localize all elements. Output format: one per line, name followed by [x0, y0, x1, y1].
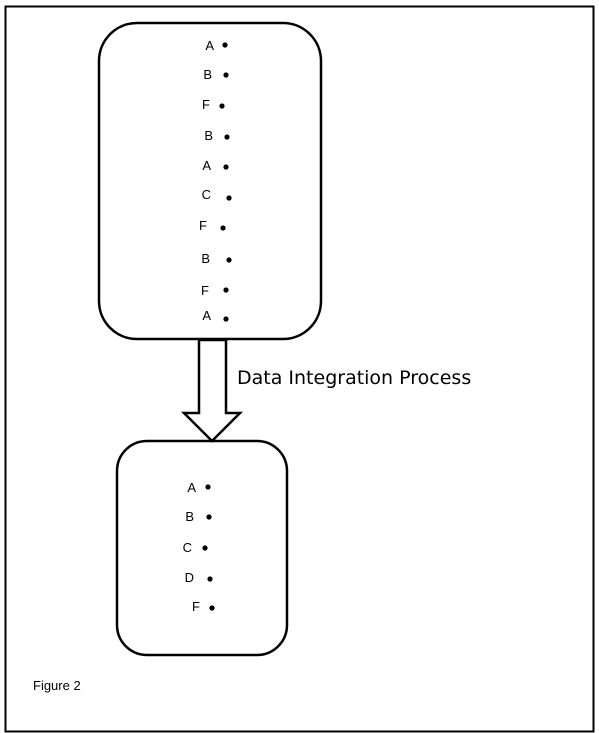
- source-item-label: F: [202, 97, 210, 112]
- integration-arrow: [180, 338, 244, 443]
- result-item-dot: [205, 484, 211, 490]
- result-item-label: F: [192, 599, 200, 614]
- result-item-label: A: [187, 480, 196, 495]
- result-item-dot: [206, 514, 212, 520]
- source-item-label: A: [202, 158, 211, 173]
- source-item-label: C: [202, 187, 211, 202]
- result-items: AB CDF: [183, 480, 215, 614]
- source-item-label: F: [201, 283, 209, 298]
- source-item-dot: [223, 72, 229, 78]
- result-item-label: B: [185, 509, 194, 524]
- source-item-label: B: [203, 67, 212, 82]
- result-item-label: C: [183, 540, 192, 555]
- result-box: [115, 439, 289, 657]
- source-item-dot: [223, 316, 229, 322]
- source-item-dot: [220, 225, 226, 231]
- source-item-label: A: [205, 38, 214, 53]
- result-item-dot: [207, 576, 213, 582]
- source-item-label: B: [204, 128, 213, 143]
- source-item-label: A: [202, 308, 211, 323]
- source-item-label: F: [199, 218, 207, 233]
- source-item-dot: [224, 134, 230, 140]
- result-item-dot: [209, 605, 215, 611]
- process-label: Data Integration Process: [237, 367, 471, 389]
- figure-caption: Figure 2: [33, 678, 81, 693]
- source-item-dot: [219, 103, 225, 109]
- source-item-dot: [222, 42, 228, 48]
- result-item-dot: [202, 545, 208, 551]
- source-item-dot: [226, 257, 232, 263]
- source-item-dot: [226, 195, 232, 201]
- source-item-dot: [223, 287, 229, 293]
- result-item-label: D: [185, 570, 194, 585]
- figure-frame: [4, 5, 595, 733]
- source-item-label: B: [201, 251, 210, 266]
- source-item-dot: [223, 164, 229, 170]
